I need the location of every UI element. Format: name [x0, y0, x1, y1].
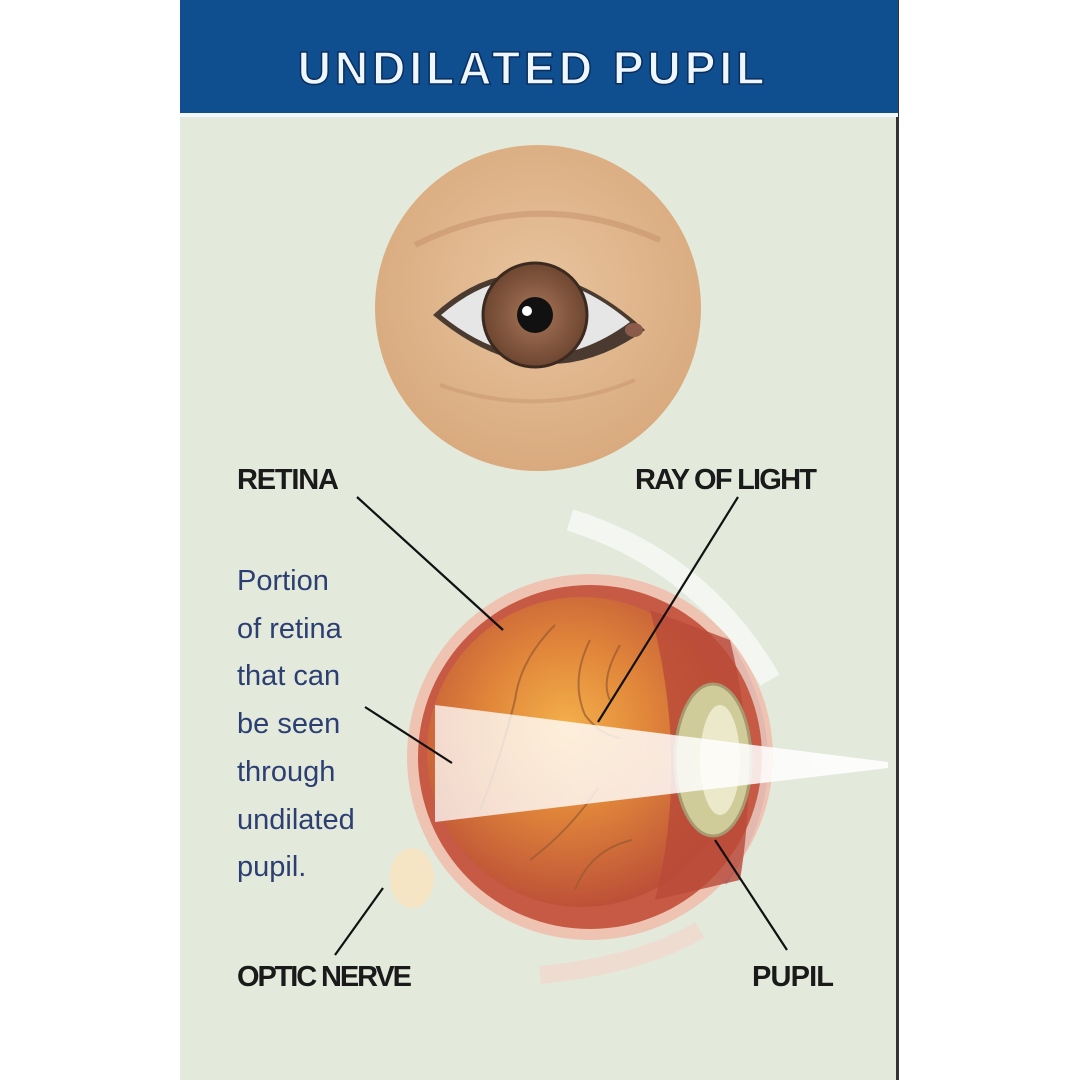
label-pupil: PUPIL: [752, 961, 834, 993]
label-ray-of-light: RAY OF LIGHT: [635, 464, 817, 496]
description-line: that can: [237, 660, 340, 692]
description-line: pupil.: [237, 851, 306, 883]
description-line: of retina: [237, 613, 343, 645]
retina-portion-description: Portion of retina that can be seen throu…: [237, 565, 355, 883]
light-ray: [435, 705, 888, 822]
eyeball-cross-section: [390, 509, 888, 984]
label-retina: RETINA: [237, 464, 339, 496]
page-title: UNDILATED PUPIL: [298, 42, 769, 94]
description-line: through: [237, 756, 335, 788]
header-divider: [180, 113, 898, 117]
panel-border: [896, 0, 899, 1080]
description-line: be seen: [237, 708, 340, 740]
front-eye-illustration: [375, 145, 701, 471]
leader-lines: [334, 496, 788, 956]
header-bar: [180, 0, 898, 113]
label-optic-nerve: OPTIC NERVE: [237, 961, 412, 993]
description-line: Portion: [237, 565, 329, 597]
description-line: undilated: [237, 804, 355, 836]
